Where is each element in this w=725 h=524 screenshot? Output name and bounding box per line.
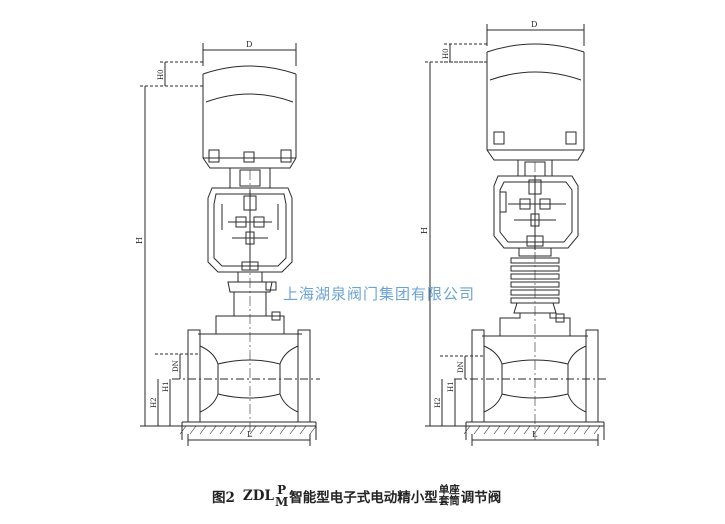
- label-h1-right: H1: [447, 381, 455, 392]
- label-d-left: D: [246, 40, 252, 49]
- caption-model-top: P: [277, 483, 287, 497]
- label-h2-left: H2: [150, 397, 158, 408]
- caption-text2: 调节阀: [460, 490, 502, 506]
- caption-text1: 智能型电子式电动精小型: [289, 490, 438, 506]
- label-l-left: L: [247, 430, 253, 439]
- left-valve: [140, 43, 320, 446]
- label-h-right: H: [420, 227, 429, 234]
- caption-fig-number: 图2: [212, 490, 235, 506]
- label-h-left: H: [135, 237, 144, 244]
- label-l-right: L: [532, 430, 538, 439]
- label-d-right: D: [531, 20, 537, 29]
- label-h0-right: H0: [442, 48, 450, 59]
- watermark-company-name: 上海湖泉阀门集团有限公司: [283, 285, 476, 303]
- label-dn-right: DN: [457, 361, 465, 373]
- right-valve: [425, 24, 608, 446]
- caption-seat-top: 单座: [438, 484, 460, 496]
- caption-model-prefix: ZDL: [242, 488, 274, 504]
- label-h0-left: H0: [157, 69, 165, 80]
- caption-model-bottom: M: [274, 495, 289, 509]
- figure-caption: 图2 ZDL P M 智能型电子式电动精小型 单座 套筒 调节阀: [212, 484, 501, 508]
- label-h1-left: H1: [162, 381, 170, 392]
- caption-seat-variant: 单座 套筒: [439, 485, 460, 507]
- caption-model-variant: P M: [275, 484, 288, 508]
- label-h2-right: H2: [434, 397, 442, 408]
- caption-seat-bottom: 套筒: [438, 495, 460, 507]
- label-dn-left: DN: [172, 360, 180, 372]
